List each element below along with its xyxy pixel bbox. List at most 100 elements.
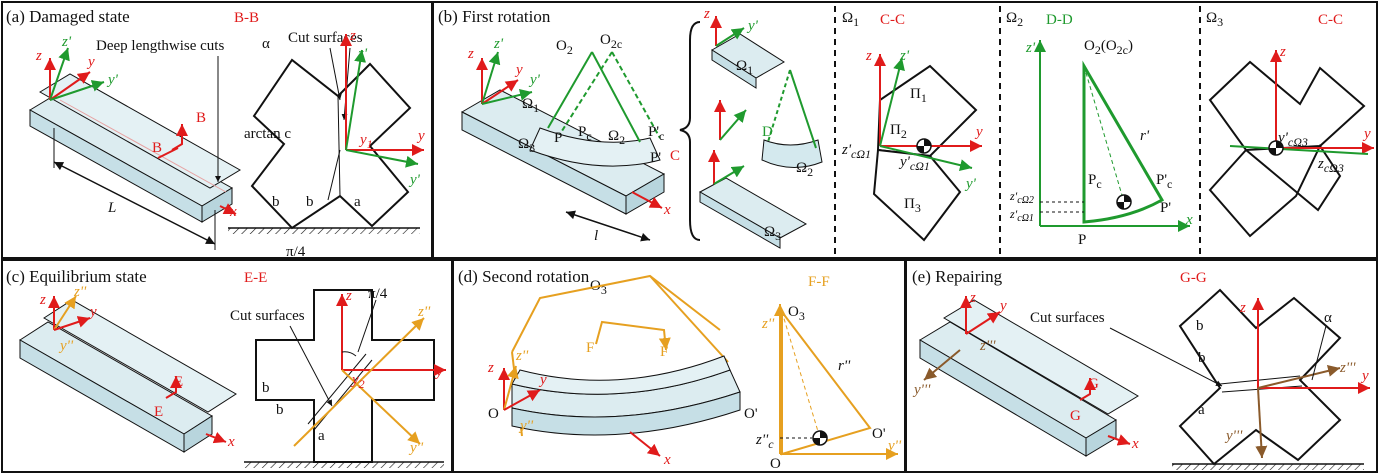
pi1: Π1 — [910, 86, 927, 105]
axis-zp-a-label: z' — [61, 34, 72, 50]
panel-b: (b) First rotation O2 O2c Ω1 Ω3 Ω2 P Pc … — [438, 6, 823, 249]
panel-e-border — [905, 259, 1378, 473]
c-b-1: b — [262, 380, 270, 396]
omega2-zc1: z'cΩ1 — [1009, 207, 1034, 224]
d-FF-zpp: z'' — [761, 316, 775, 332]
panel-e-section: G-G — [1180, 270, 1207, 286]
axis-zp-BB: z' — [357, 46, 368, 62]
e-alpha: α — [1324, 310, 1332, 326]
piece1-z: z — [703, 6, 710, 22]
omega1-yc: y'cΩ1 — [898, 154, 930, 173]
axis-y-a — [49, 71, 91, 101]
axis-zp-a — [49, 47, 70, 101]
d-z: z — [487, 360, 494, 376]
omega2-rp: r' — [1140, 128, 1150, 144]
axis-y-b: y — [514, 62, 523, 78]
d-ypp: y'' — [518, 418, 534, 434]
d-FF-O3: O3 — [788, 304, 805, 323]
axis-x-a-label: x — [229, 204, 237, 220]
panel-b-title: (b) First rotation — [438, 7, 551, 26]
L-label: L — [107, 200, 116, 216]
omega3-view: Ω3 C-C z y y'cΩ3 zcΩ3 — [1206, 10, 1374, 238]
L-dimension — [53, 161, 216, 245]
a-label: a — [354, 194, 361, 210]
panel-c-title: (c) Equilibrium state — [6, 267, 147, 286]
omega1-zc: z'cΩ1 — [841, 142, 871, 161]
axis-z-a-label: z — [35, 48, 42, 64]
e-G-bottom: G — [1070, 408, 1081, 424]
beam-b — [460, 89, 666, 215]
panel-e-title: (e) Repairing — [912, 267, 1003, 286]
panel-a-section: B-B — [234, 10, 259, 26]
c-a: a — [318, 428, 325, 444]
d-Op-left: O' — [744, 406, 758, 422]
omega2-Pc: Pc — [1088, 172, 1102, 191]
omega3-view-section: C-C — [1318, 12, 1343, 28]
omega2-x: x — [1185, 212, 1193, 228]
omega3-view-title: Ω3 — [1206, 10, 1223, 29]
panel-b-border — [432, 1, 1378, 259]
omega2-zc2: z'cΩ2 — [1009, 189, 1034, 206]
panel-d-title: (d) Second rotation — [458, 267, 590, 286]
omega2-Ppc: P'c — [1156, 172, 1172, 191]
axis-z-BB: z — [349, 28, 356, 44]
axis-y-BB: y — [416, 128, 425, 144]
c-E-top: E — [174, 374, 183, 390]
omega2-view: Ω2 D-D z' x O2(O2c) r' z'cΩ2 z'cΩ1 P Pc … — [1006, 10, 1193, 248]
d-zc: z''c — [755, 432, 774, 451]
panel-c-section: E-E — [244, 270, 267, 286]
pi3: Π3 — [904, 196, 921, 215]
deep-cuts-label: Deep lengthwise cuts — [96, 38, 224, 54]
B-label-bottom: B — [152, 140, 162, 156]
omega2-Pp: P' — [1160, 200, 1171, 216]
e-GG-yppp: y''' — [1224, 428, 1243, 444]
y1-label: y1 — [358, 132, 373, 151]
d-rpp: r'' — [838, 358, 851, 374]
axis-yp-a-label: y' — [106, 72, 119, 88]
Pc-label: Pc — [578, 124, 592, 143]
omega3-y: y — [1362, 126, 1371, 142]
c-EE-ypp: y'' — [408, 440, 424, 456]
omega1-piece: Ω1 — [736, 58, 753, 77]
omega3-piece: Ω3 — [764, 224, 781, 243]
B-label-top: B — [196, 110, 206, 126]
e-GG-z: z — [1239, 300, 1246, 316]
e-b-1: b — [1196, 318, 1204, 334]
d-F-left: F — [586, 340, 594, 356]
pi2: Π2 — [890, 122, 907, 141]
C-label-b: C — [670, 148, 680, 164]
omega1-b: Ω1 — [522, 96, 539, 115]
c-ypp: y'' — [58, 338, 74, 354]
e-yppp: y''' — [912, 382, 931, 398]
omega1-y: y — [974, 124, 983, 140]
d-F-right: F — [660, 344, 668, 360]
c-E-bottom: E — [154, 404, 163, 420]
d-y: y — [538, 372, 547, 388]
d-zpp: z'' — [515, 348, 529, 364]
c-z: z — [39, 292, 46, 308]
Ppc-label: P'c — [648, 124, 664, 143]
b-label-1: b — [272, 194, 280, 210]
d-FF-ypp: y'' — [886, 438, 902, 454]
c-x: x — [227, 434, 235, 450]
alpha-label-a: α — [262, 36, 270, 52]
c-b-2: b — [276, 402, 284, 418]
arctan-label: arctan c — [244, 126, 291, 142]
d-O-left: O — [488, 406, 499, 422]
e-GG-y: y — [1360, 368, 1369, 384]
e-z: z — [969, 290, 976, 306]
O2c-label: O2c — [600, 32, 622, 51]
c-EE-zpp: z'' — [417, 304, 431, 320]
omega3-yc: y'cΩ3 — [1276, 130, 1308, 149]
omega1-view: Ω1 C-C Π1 Π2 Π3 z z' y y' z'cΩ1 y'cΩ1 — [841, 10, 983, 242]
piece1-yp: y' — [746, 18, 759, 34]
panel-c: (c) Equilibrium state E-E z z'' y y'' E … — [6, 267, 446, 468]
omega2-b: Ω2 — [608, 128, 625, 147]
c-EE-z: z — [345, 288, 352, 304]
c-EE-y: y — [434, 364, 443, 380]
e-b-2: b — [1198, 350, 1206, 366]
panel-e: (e) Repairing G-G z y z''' y''' G G x z … — [912, 267, 1370, 470]
panel-a-title: (a) Damaged state — [6, 7, 130, 26]
omega3-z: z — [1279, 44, 1286, 60]
